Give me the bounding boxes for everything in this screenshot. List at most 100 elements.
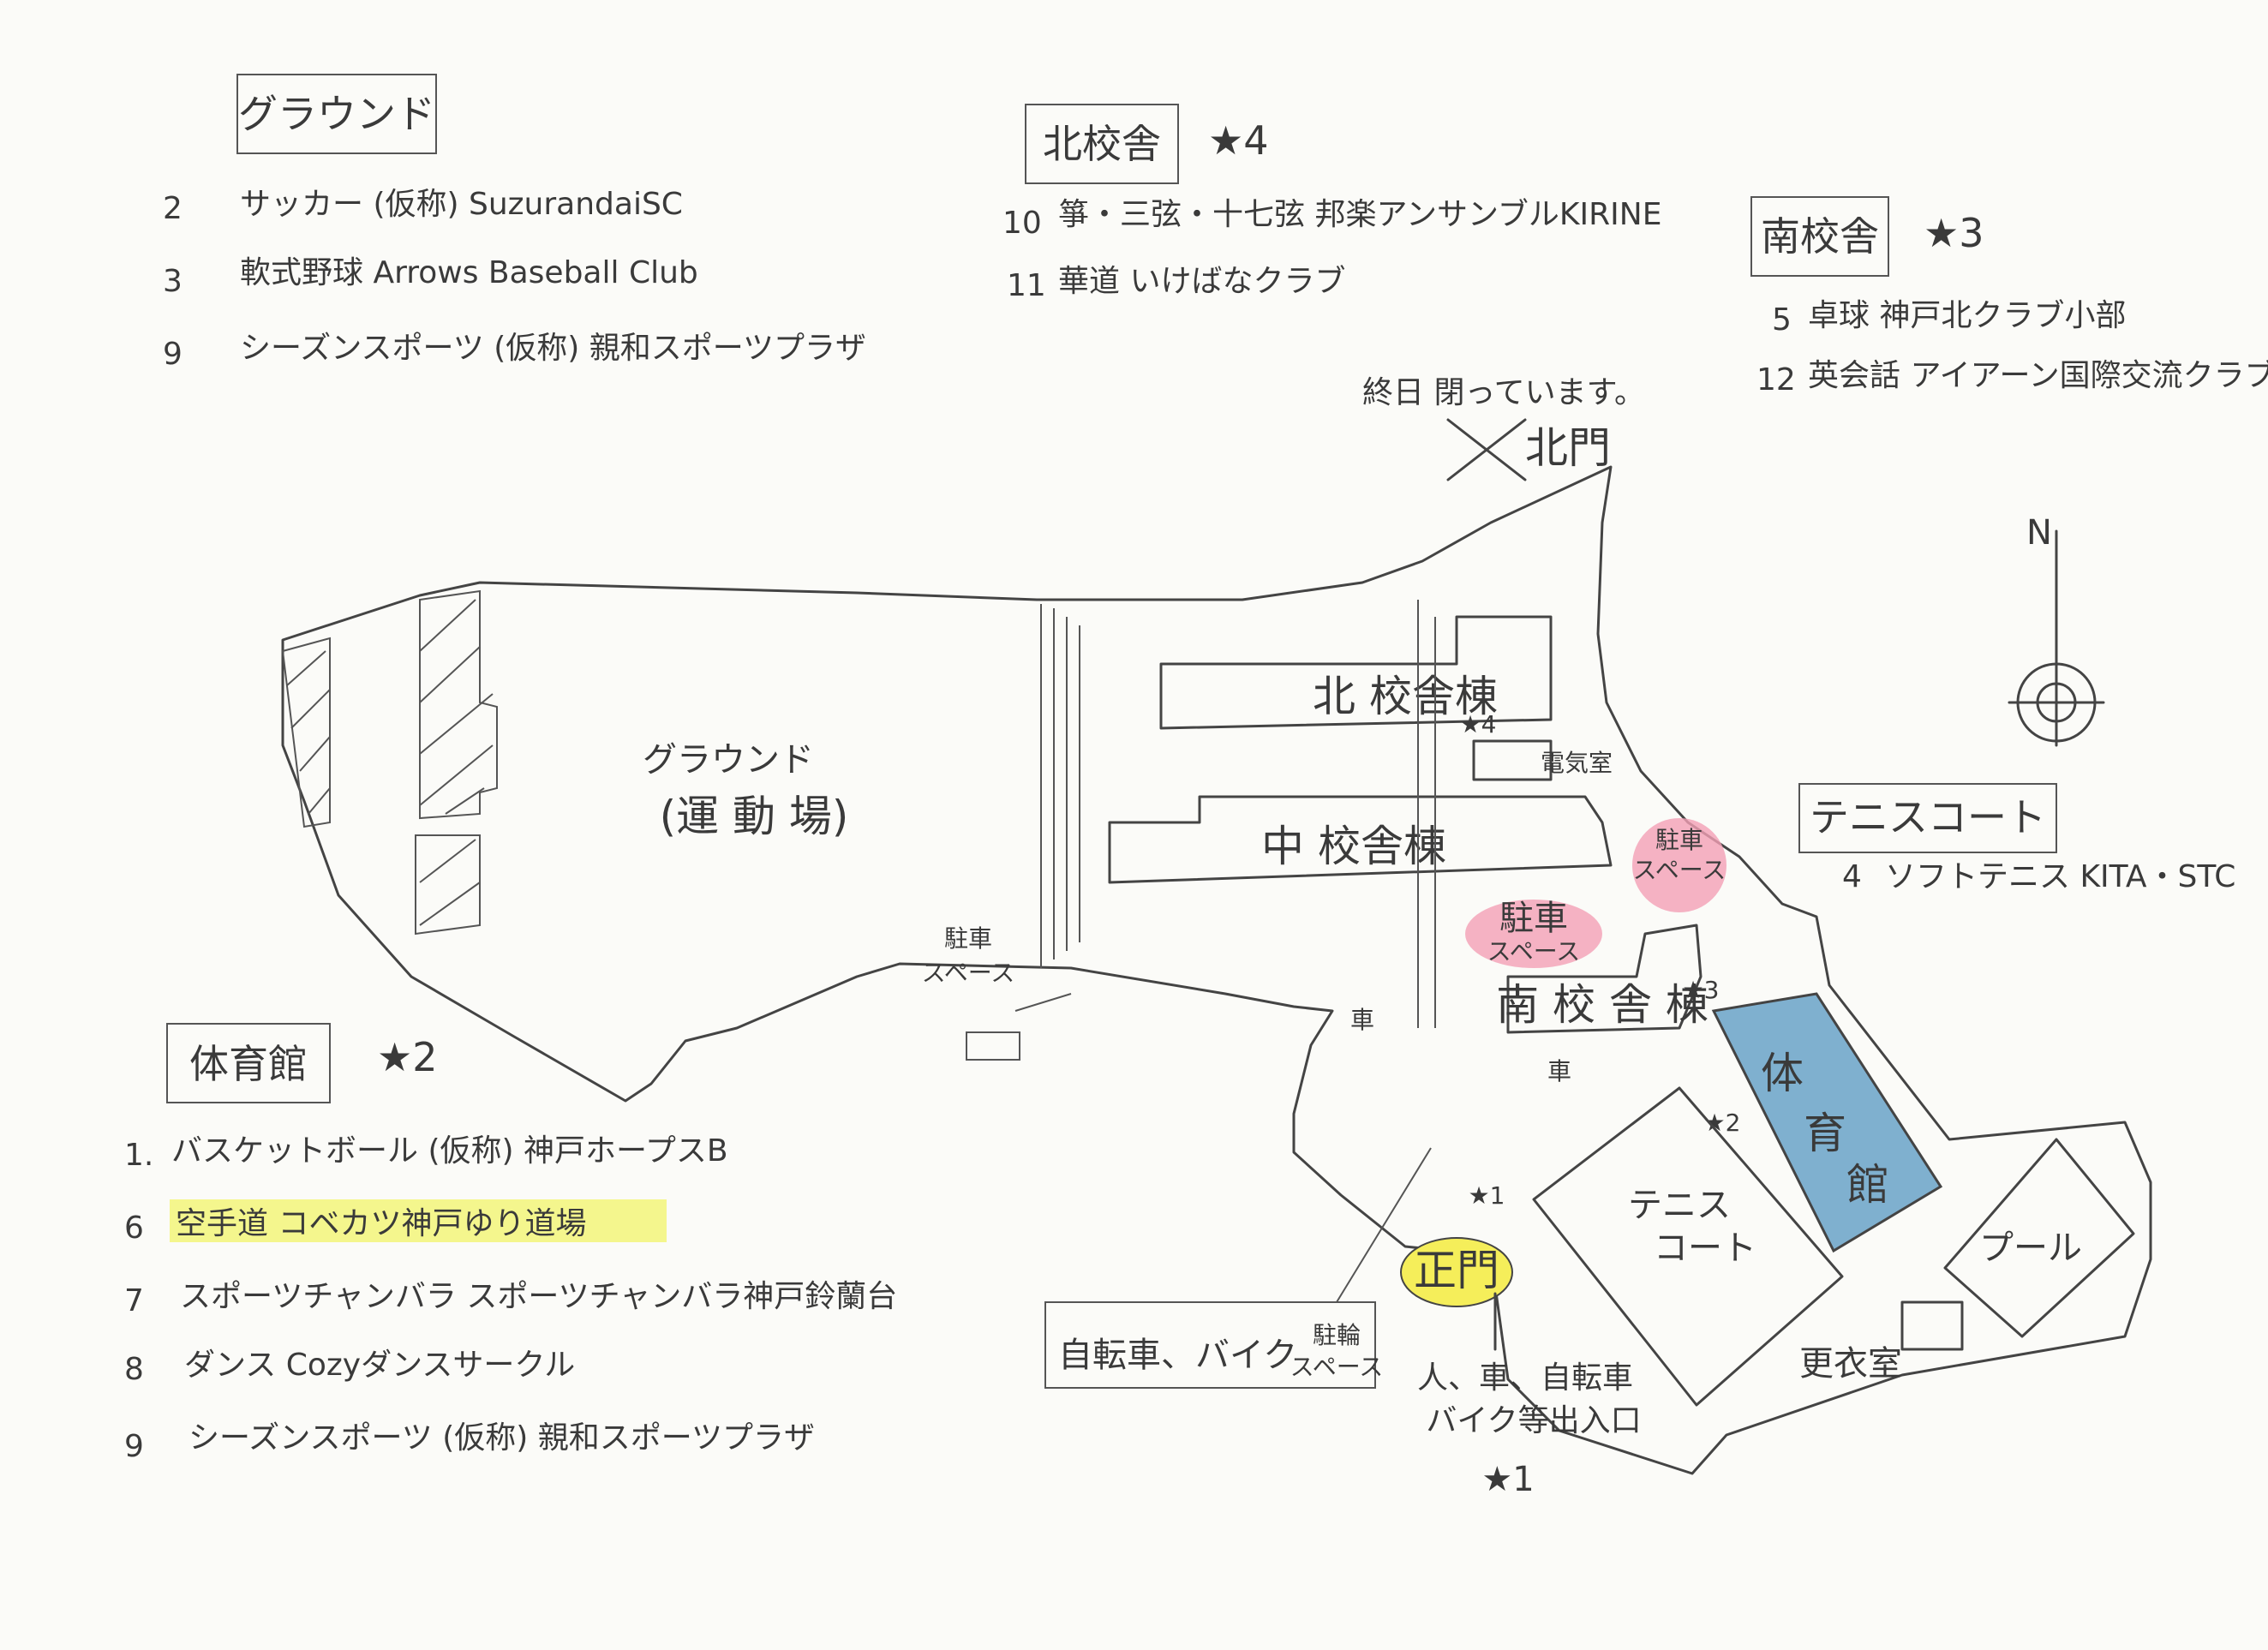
tennis-title-box [1798,783,2057,853]
north-gate-x [1446,418,1527,481]
south-star: ★3 [1924,210,1984,256]
list-item-num: 9 [124,1429,144,1464]
changing-room-label: 更衣室 [1799,1344,1902,1384]
list-item-num: 8 [124,1352,144,1387]
gym-title: 体育館 [189,1041,308,1087]
tennis-court-label-1: テニス [1628,1186,1731,1225]
bicycle-parking-sub: スペース [1290,1353,1384,1381]
gym-label-3: 館 [1846,1160,1889,1210]
list-item: シーズンスポーツ (仮称) 親和スポーツプラザ [189,1420,815,1456]
list-item: 空手道 コベカツ神戸ゆり道場 [176,1206,586,1241]
parking-left-label: 駐車 [944,924,992,953]
ground-title: グラウンド [238,91,435,137]
north-gate-label: 北門 [1525,423,1611,473]
north-mark: N [2026,513,2052,553]
list-item-num: 3 [163,264,183,299]
car-label-1: 車 [1350,1006,1374,1034]
list-item-num: 10 [1002,206,1042,241]
electric-room-label: 電気室 [1541,749,1613,777]
car-label-2: 車 [1547,1057,1571,1085]
parking-center-fill [1465,900,1602,968]
changing-room [1900,1300,1964,1351]
north-list: 10 箏・三弦・十七弦 邦楽アンサンブルKIRINE 11 華道 いけばなクラブ [1002,197,1661,303]
bicycle-pointer [1336,1147,1432,1303]
north-title-box [1025,104,1179,184]
small-shed [966,1031,1020,1061]
star3-marker: ★3 [1683,976,1720,1004]
tennis-court [1532,1086,1844,1407]
list-item: バスケットボール (仮称) 神戸ホープスB [171,1133,728,1169]
south-title: 南校舎 [1761,213,1879,260]
star1-marker: ★1 [1481,1460,1534,1499]
parking-right-sub: スペース [1633,856,1726,884]
south-building [1506,924,1702,1034]
ground-title-box [236,74,437,154]
parking-center-label: 駐車 [1499,899,1568,938]
closed-note: 終日 閉っています。 [1362,375,1645,410]
list-item: ダンス Cozyダンスサークル [184,1348,575,1383]
parking-center-sub: スペース [1487,937,1581,965]
middle-building [1108,795,1613,884]
ground-hatch [281,589,498,936]
bicycle-note: 自転車、バイク [1058,1336,1297,1375]
tennis-court-label-2: コート [1654,1229,1756,1268]
entrance-note-1: 人、車、自転車 [1417,1360,1633,1396]
list-item: 軟式野球 Arrows Baseball Club [240,255,698,290]
north-title: 北校舎 [1043,121,1161,167]
parking-right-label: 駐車 [1655,826,1703,854]
list-item: 英会話 アイアーン国際交流クラブ [1808,358,2268,393]
arrow-left [1014,993,1072,1012]
north-building-label: 北 校舎棟 [1313,672,1498,721]
stand-lines [1040,604,1080,968]
gym-star: ★2 [377,1034,438,1080]
north-star: ★4 [1208,117,1269,164]
ground-sub-label: (運 動 場) [660,792,849,841]
entrance-note-2: バイク等出入口 [1426,1403,1641,1438]
list-item: ソフトテニス KITA・STC [1885,859,2235,894]
list-item-num: 1. [124,1138,153,1173]
corridor [1417,600,1436,1028]
gym-label-2: 育 [1804,1109,1846,1158]
star1-small: ★1 [1469,1181,1505,1210]
karate-highlight [170,1199,667,1242]
list-item-num: 12 [1756,362,1796,398]
list-item: シーズンスポーツ (仮称) 親和スポーツプラザ [240,331,866,366]
list-item-num: 6 [124,1211,144,1246]
list-item: 卓球 神戸北クラブ小部 [1808,298,2126,333]
main-gate-fill [1400,1237,1513,1307]
pool [1943,1138,2135,1338]
north-building [1159,615,1553,730]
electric-room [1472,739,1553,781]
list-item-num: 7 [124,1283,144,1318]
gym-title-box [166,1023,331,1103]
list-item-num: 5 [1772,302,1792,338]
list-item: サッカー (仮称) SuzurandaiSC [240,187,683,222]
campus-boundary [281,465,2152,1475]
list-item-num: 11 [1007,268,1046,303]
gym-label-1: 体 [1761,1049,1804,1098]
south-building-label: 南 校 舎 棟 [1496,980,1708,1030]
pool-label: プール [1979,1229,2082,1268]
bicycle-note-box [1044,1301,1376,1389]
south-title-box [1750,196,1889,277]
south-list: 5 卓球 神戸北クラブ小部 12 英会話 アイアーン国際交流クラブ [1756,298,2268,398]
bicycle-parking: 駐輪 [1313,1321,1361,1349]
star4-marker: ★4 [1460,710,1497,738]
gym-building [1711,992,1943,1253]
gym-list: 1. バスケットボール (仮称) 神戸ホープスB 6 空手道 コベカツ神戸ゆり道… [124,1133,897,1464]
compass: N [2008,513,2105,747]
list-item-num: 4 [1842,859,1862,894]
ground-list: 2 サッカー (仮称) SuzurandaiSC 3 軟式野球 Arrows B… [163,187,866,372]
main-gate-label: 正門 [1414,1246,1499,1295]
list-item-num: 2 [163,191,183,226]
list-item: 箏・三弦・十七弦 邦楽アンサンブルKIRINE [1058,197,1661,232]
tennis-title: テニスコート [1810,794,2046,840]
list-item: 華道 いけばなクラブ [1058,264,1345,299]
parking-right-fill [1632,818,1726,912]
middle-building-label: 中 校舎棟 [1261,822,1446,871]
parking-left-sub: スペース [922,959,1015,987]
list-item: スポーツチャンバラ スポーツチャンバラ神戸鈴蘭台 [180,1279,897,1314]
list-item-num: 9 [163,337,183,372]
ground-label: グラウンド [643,740,814,780]
